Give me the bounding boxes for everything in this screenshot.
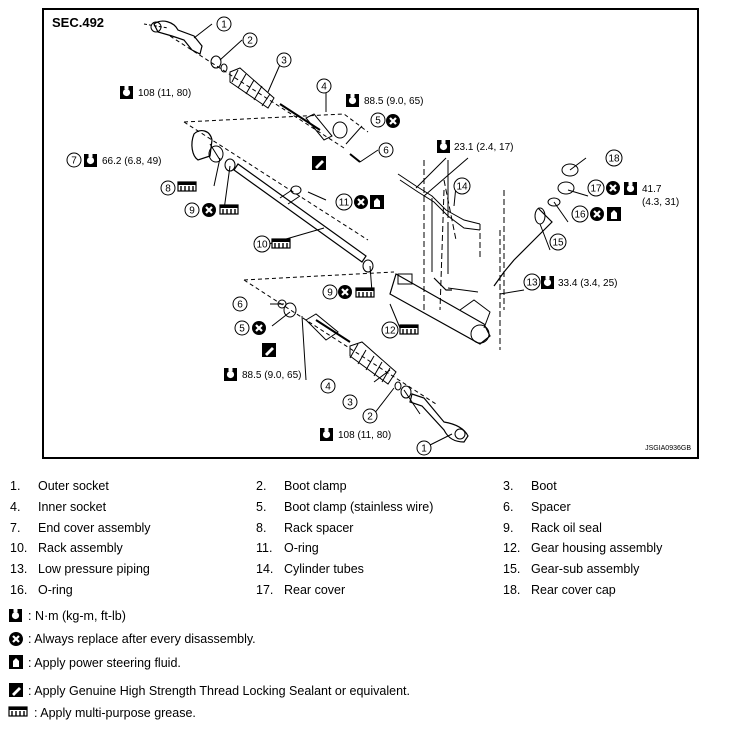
svg-text:3: 3 (281, 56, 287, 67)
outer-socket-upper (143, 20, 203, 55)
callout-14: 14 (453, 177, 471, 195)
cylinder-tubes (397, 173, 481, 274)
torque-icon (624, 181, 637, 195)
torque-icon (84, 153, 97, 167)
torque-icon (346, 93, 359, 107)
callout-1-lower: 1 (416, 440, 432, 456)
callout-17: 17 (587, 179, 605, 197)
callout-5-upper: 5 (370, 112, 386, 128)
svg-text:16: 16 (574, 210, 586, 221)
legend-row: 16.O-ring 17.Rear cover 18.Rear cover ca… (10, 582, 616, 597)
torque-417-units: (4.3, 31) (642, 197, 679, 208)
replace-icon (604, 179, 622, 197)
callout-11: 11 (335, 193, 353, 211)
svg-text:15: 15 (552, 238, 564, 249)
callout-2-lower: 2 (362, 408, 378, 424)
legend-row: 13.Low pressure piping 14.Cylinder tubes… (10, 562, 640, 577)
diagram-frame: SEC.492 JSGIA0936GB (42, 8, 699, 459)
torque-231: 23.1 (2.4, 17) (454, 142, 513, 153)
svg-text:4: 4 (321, 82, 327, 93)
callout-9-lower: 9 (322, 284, 338, 300)
grease-icon (177, 181, 197, 192)
torque-icon (224, 367, 237, 381)
callout-7: 7 (66, 152, 82, 168)
svg-text:9: 9 (189, 206, 195, 217)
section-label: SEC.492 (52, 15, 105, 30)
svg-text:17: 17 (590, 184, 602, 195)
exploded-view-diagram: 1 2 3 4 5 6 7 8 9 10 11 12 13 14 15 16 1… (66, 16, 679, 456)
grease-icon (219, 204, 239, 215)
parts-legend: 1.Outer socket 2.Boot clamp 3.Boot 4.Inn… (10, 479, 710, 604)
callout-16: 16 (571, 205, 589, 223)
svg-text:6: 6 (237, 300, 243, 311)
svg-text:5: 5 (375, 116, 381, 127)
torque-662: 66.2 (6.8, 49) (102, 156, 161, 167)
replace-icon (200, 201, 218, 219)
callout-numbers: 1 2 3 4 5 6 7 8 9 10 11 12 13 14 15 16 1… (66, 16, 623, 456)
torque-885-lower: 88.5 (9.0, 65) (242, 370, 301, 381)
legend-row: 4.Inner socket 5.Boot clamp (stainless w… (10, 499, 571, 514)
sealant-icon (312, 156, 326, 170)
torque-885-upper: 88.5 (9.0, 65) (364, 96, 423, 107)
figure-code: JSGIA0936GB (645, 445, 691, 452)
legend-row: 7.End cover assembly 8.Rack spacer 9.Rac… (10, 520, 602, 535)
fluid-icon (607, 207, 621, 221)
sealant-icon (262, 343, 276, 357)
callout-4-upper: 4 (316, 78, 332, 94)
callout-12: 12 (381, 321, 399, 339)
gear-housing (389, 273, 491, 345)
legend-row: 1.Outer socket 2.Boot clamp 3.Boot (10, 479, 557, 493)
callout-5-lower: 5 (234, 320, 250, 336)
callout-1-upper: 1 (216, 16, 232, 32)
callout-8: 8 (160, 180, 176, 196)
svg-text:1: 1 (221, 20, 227, 31)
svg-text:3: 3 (347, 398, 353, 409)
replace-icon (336, 283, 354, 301)
torque-icon (437, 139, 450, 153)
torque-334: 33.4 (3.4, 25) (558, 278, 617, 289)
boot-upper (229, 67, 275, 109)
svg-text:2: 2 (247, 36, 253, 47)
torque-icon (541, 275, 554, 289)
legend-row: 10.Rack assembly 11.O-ring 12.Gear housi… (10, 541, 663, 556)
grease-icon (399, 324, 419, 335)
svg-text:12: 12 (384, 326, 396, 337)
grease-icon (271, 238, 291, 249)
callout-3-lower: 3 (342, 394, 358, 410)
callout-6-lower: 6 (232, 296, 248, 312)
svg-text:9: 9 (327, 288, 333, 299)
callout-18: 18 (605, 149, 623, 167)
callout-15: 15 (549, 233, 567, 251)
callout-3-upper: 3 (276, 52, 292, 68)
grease-icon (355, 287, 375, 298)
callout-6-upper: 6 (378, 142, 394, 158)
replace-icon (588, 205, 606, 223)
callout-4-lower: 4 (320, 378, 336, 394)
svg-text:1: 1 (421, 444, 427, 455)
torque-icon (120, 85, 133, 99)
torque-108-upper: 108 (11, 80) (138, 88, 191, 99)
callout-13: 13 (523, 273, 541, 291)
svg-text:18: 18 (608, 154, 620, 165)
svg-text:14: 14 (456, 182, 468, 193)
torque-417: 41.7 (642, 184, 662, 195)
svg-text:4: 4 (325, 382, 331, 393)
svg-text:8: 8 (165, 184, 171, 195)
replace-icon (250, 319, 268, 337)
replace-icon (352, 193, 370, 211)
replace-icon (384, 112, 402, 130)
svg-text:5: 5 (239, 324, 245, 335)
svg-text:10: 10 (256, 240, 268, 251)
svg-text:13: 13 (526, 278, 538, 289)
torque-108-lower: 108 (11, 80) (338, 430, 391, 441)
torque-icon (320, 427, 333, 441)
svg-text:7: 7 (71, 156, 77, 167)
svg-text:6: 6 (383, 146, 389, 157)
svg-text:2: 2 (367, 412, 373, 423)
callout-2-upper: 2 (242, 32, 258, 48)
fluid-icon (370, 195, 384, 209)
callout-10: 10 (253, 235, 271, 253)
callout-9-upper: 9 (184, 202, 200, 218)
svg-text:11: 11 (339, 198, 350, 209)
